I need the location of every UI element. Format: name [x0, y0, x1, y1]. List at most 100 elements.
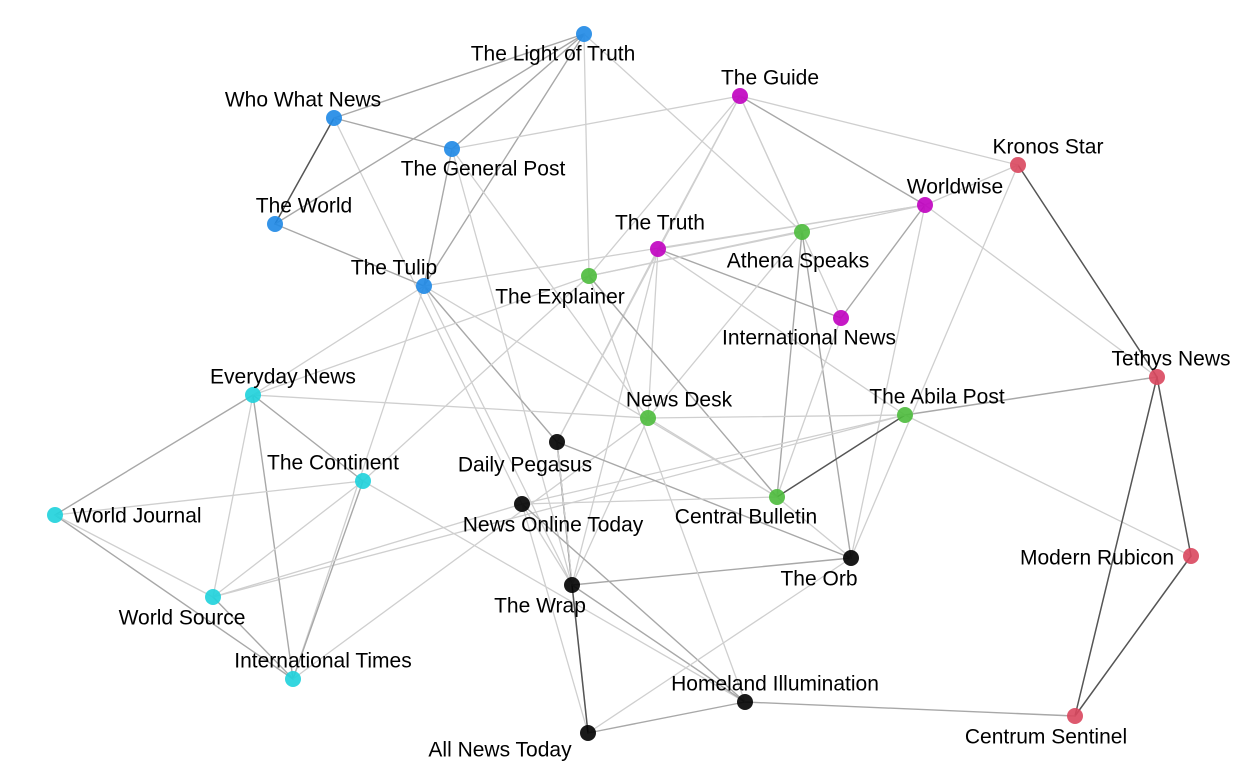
node-the-orb[interactable]	[843, 550, 859, 566]
node-kronos-star[interactable]	[1010, 157, 1026, 173]
node-tethys-news[interactable]	[1149, 369, 1165, 385]
node-label-everyday-news: Everyday News	[210, 366, 356, 389]
edge-kronos_star-tethys_news	[1017, 164, 1158, 378]
edges-layer	[54, 33, 1192, 734]
edge-the_guide-international_news	[739, 95, 842, 319]
edge-everyday_news-the_tulip	[252, 285, 425, 396]
node-light-of-truth[interactable]	[576, 26, 592, 42]
edge-abila_post-news_online_today	[521, 414, 906, 505]
edge-light_of_truth-the_world	[274, 33, 585, 225]
node-the-tulip[interactable]	[416, 278, 432, 294]
edge-general_post-the_guide	[451, 95, 741, 150]
node-centrum-sentinel[interactable]	[1067, 708, 1083, 724]
node-central-bulletin[interactable]	[769, 489, 785, 505]
edge-light_of_truth-general_post	[451, 33, 585, 150]
edge-the_tulip-the_wrap	[423, 285, 573, 586]
edge-abila_post-central_bulletin	[776, 414, 906, 498]
edge-news_desk-abila_post	[647, 414, 906, 419]
node-label-central-bulletin: Central Bulletin	[675, 506, 817, 529]
edge-news_desk-central_bulletin	[647, 417, 778, 498]
edge-news_online_today-central_bulletin	[521, 496, 778, 505]
edge-athena_speaks-central_bulletin	[776, 231, 803, 498]
node-label-athena-speaks: Athena Speaks	[727, 250, 869, 273]
edge-the_guide-worldwise	[739, 95, 926, 206]
node-label-the-truth: The Truth	[615, 212, 705, 235]
edge-the_orb-all_news_today	[587, 557, 852, 734]
node-general-post[interactable]	[444, 141, 460, 157]
edge-the_tulip-daily_pegasus	[423, 285, 558, 443]
node-homeland-illumination[interactable]	[737, 694, 753, 710]
edge-news_online_today-the_wrap	[521, 503, 573, 586]
edge-world_journal-international_times	[54, 514, 294, 680]
edge-everyday_news-world_journal	[54, 394, 254, 516]
edge-daily_pegasus-the_orb	[556, 441, 852, 559]
node-everyday-news[interactable]	[245, 387, 261, 403]
edge-light_of_truth-the_tulip	[423, 33, 585, 287]
edge-world_source-international_times	[212, 596, 294, 680]
edge-homeland_illumination-the_explainer	[588, 275, 746, 703]
edge-the_explainer-everyday_news	[252, 275, 590, 396]
node-international-times[interactable]	[285, 671, 301, 687]
node-daily-pegasus[interactable]	[549, 434, 565, 450]
edge-the_guide-the_explainer	[588, 95, 741, 277]
node-label-the-guide: The Guide	[721, 67, 819, 90]
node-label-modern-rubicon: Modern Rubicon	[1020, 547, 1174, 570]
edge-the_guide-kronos_star	[739, 95, 1019, 166]
node-world-journal[interactable]	[47, 507, 63, 523]
node-label-homeland-illumination: Homeland Illumination	[671, 673, 879, 696]
node-the-wrap[interactable]	[564, 577, 580, 593]
node-worldwise[interactable]	[917, 197, 933, 213]
edge-kronos_star-the_orb	[850, 164, 1019, 559]
node-the-guide[interactable]	[732, 88, 748, 104]
edge-kronos_star-worldwise	[924, 164, 1019, 206]
node-label-centrum-sentinel: Centrum Sentinel	[965, 726, 1127, 749]
node-athena-speaks[interactable]	[794, 224, 810, 240]
edge-light_of_truth-the_explainer	[583, 33, 590, 277]
edge-the_truth-daily_pegasus	[556, 248, 659, 443]
edge-general_post-the_tulip	[423, 148, 453, 287]
edge-the_world-the_tulip	[274, 223, 425, 287]
edge-world_journal-world_source	[54, 514, 214, 598]
edge-the_wrap-all_news_today	[571, 584, 589, 734]
node-modern-rubicon[interactable]	[1183, 548, 1199, 564]
edge-worldwise-the_orb	[850, 204, 926, 559]
node-label-all-news-today: All News Today	[428, 739, 572, 762]
node-news-desk[interactable]	[640, 410, 656, 426]
edge-athena_speaks-the_explainer	[588, 231, 803, 277]
node-abila-post[interactable]	[897, 407, 913, 423]
node-the-continent[interactable]	[355, 473, 371, 489]
node-international-news[interactable]	[833, 310, 849, 326]
node-label-news-online-today: News Online Today	[463, 514, 644, 537]
edge-world_source-news_online_today	[212, 503, 523, 598]
edge-abila_post-modern_rubicon	[904, 414, 1192, 557]
node-who-what-news[interactable]	[326, 110, 342, 126]
edge-the_truth-abila_post	[657, 248, 906, 416]
edge-who_what_news-light_of_truth	[333, 33, 585, 119]
edge-abila_post-world_source	[212, 414, 906, 598]
node-news-online-today[interactable]	[514, 496, 530, 512]
edge-the_continent-world_source	[212, 480, 364, 598]
edge-worldwise-the_truth	[657, 204, 926, 250]
edge-who_what_news-the_world	[274, 117, 335, 225]
node-label-tethys-news: Tethys News	[1111, 348, 1230, 371]
edge-general_post-the_wrap	[451, 148, 573, 586]
node-label-international-news: International News	[722, 327, 896, 350]
node-all-news-today[interactable]	[580, 725, 596, 741]
edge-international_news-central_bulletin	[776, 317, 842, 498]
edge-who_what_news-general_post	[333, 117, 453, 150]
node-label-the-explainer: The Explainer	[495, 286, 625, 309]
node-label-the-continent: The Continent	[267, 452, 399, 475]
edge-the_explainer-central_bulletin	[588, 275, 778, 498]
edge-centrum_sentinel-homeland_illumination	[744, 701, 1076, 717]
node-the-explainer[interactable]	[581, 268, 597, 284]
node-the-world[interactable]	[267, 216, 283, 232]
node-the-truth[interactable]	[650, 241, 666, 257]
edge-abila_post-tethys_news	[904, 376, 1158, 416]
edge-homeland_illumination-all_news_today	[587, 701, 746, 734]
edge-light_of_truth-athena_speaks	[583, 33, 803, 233]
node-world-source[interactable]	[205, 589, 221, 605]
node-label-the-tulip: The Tulip	[351, 257, 437, 280]
node-label-the-orb: The Orb	[780, 568, 857, 591]
node-label-the-world: The World	[256, 195, 352, 218]
